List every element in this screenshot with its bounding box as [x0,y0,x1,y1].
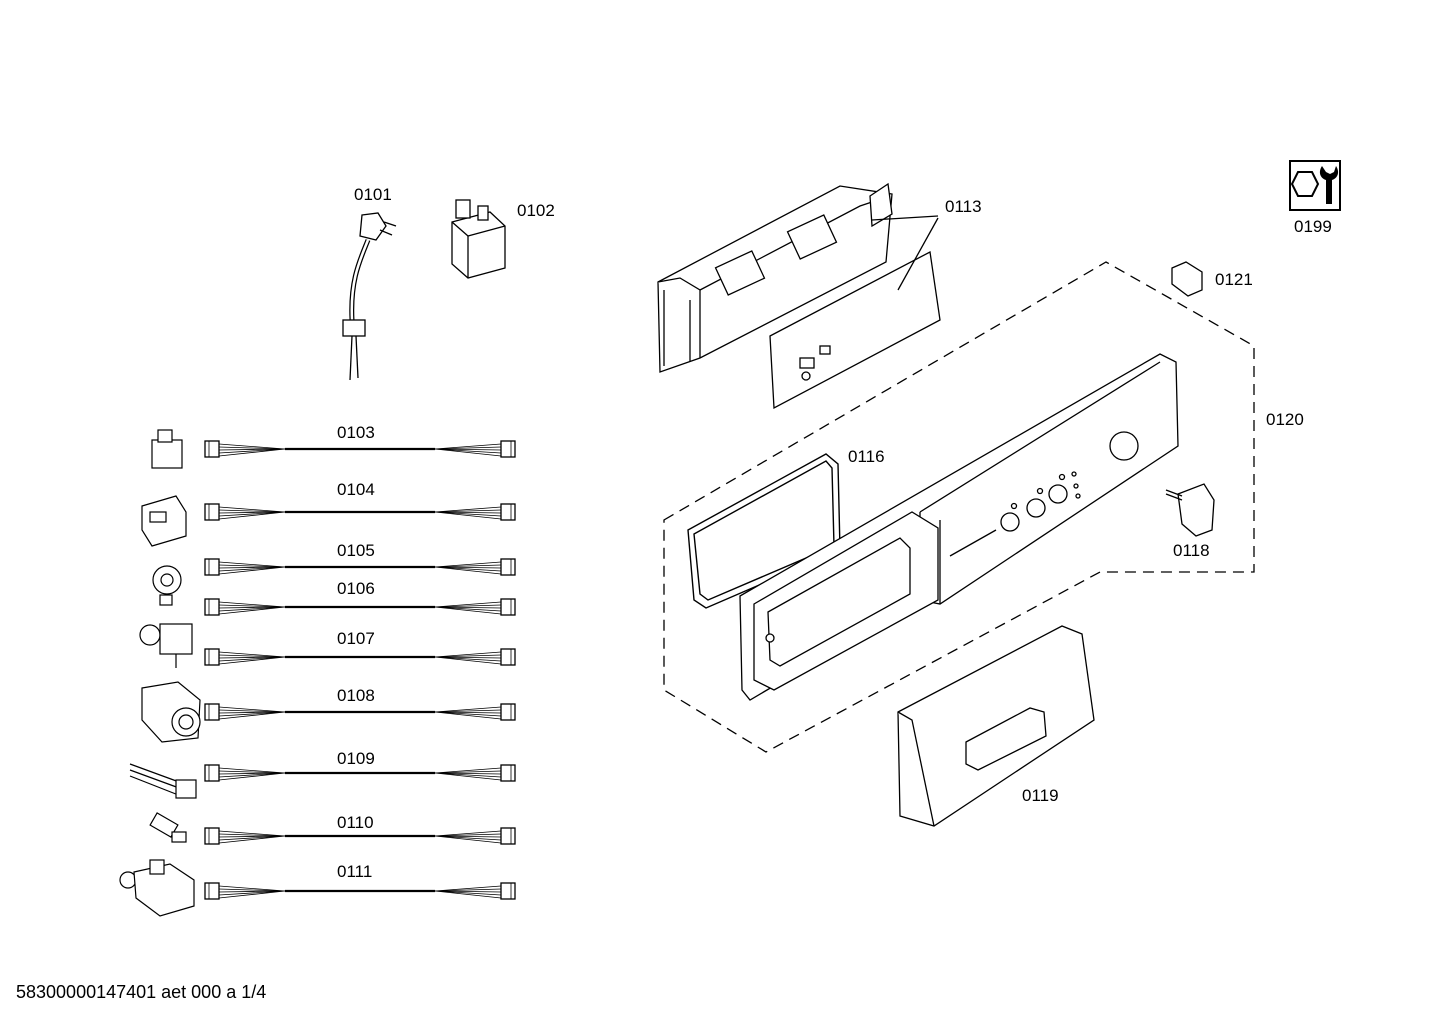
part-label-0118: 0118 [1173,541,1210,560]
assembly-outline [663,261,1255,753]
part-label-0116: 0116 [848,447,885,466]
filter-capacitor-drawing [451,199,506,279]
control-module-drawing [657,182,941,410]
part-label-0103: 0103 [337,423,375,442]
part-label-0101: 0101 [354,185,392,204]
power-cord-drawing [342,212,397,381]
control-panel-drawing [739,353,1179,701]
part-label-0106: 0106 [337,579,375,598]
part-label-0111: 0111 [337,862,373,881]
document-code: 58300000147401 aet 000 a 1/4 [16,982,267,1002]
part-label-0107: 0107 [337,629,375,648]
part-label-0105: 0105 [337,541,375,560]
part-label-0121: 0121 [1215,270,1253,289]
part-label-0109: 0109 [337,749,375,768]
part-label-0104: 0104 [337,480,375,499]
part-label-0110: 0110 [337,813,374,832]
part-label-0113: 0113 [945,197,982,216]
service-tool-icon [1289,160,1341,211]
part-label-0119: 0119 [1022,786,1059,805]
part-label-0120: 0120 [1266,410,1304,429]
bracket-drawing [1171,261,1203,297]
part-label-0199: 0199 [1294,217,1332,236]
drawer-front-drawing [897,625,1095,827]
component-icons [119,429,201,917]
part-label-0102: 0102 [517,201,555,220]
part-label-0108: 0108 [337,686,375,705]
knob-drawing [1165,483,1215,537]
